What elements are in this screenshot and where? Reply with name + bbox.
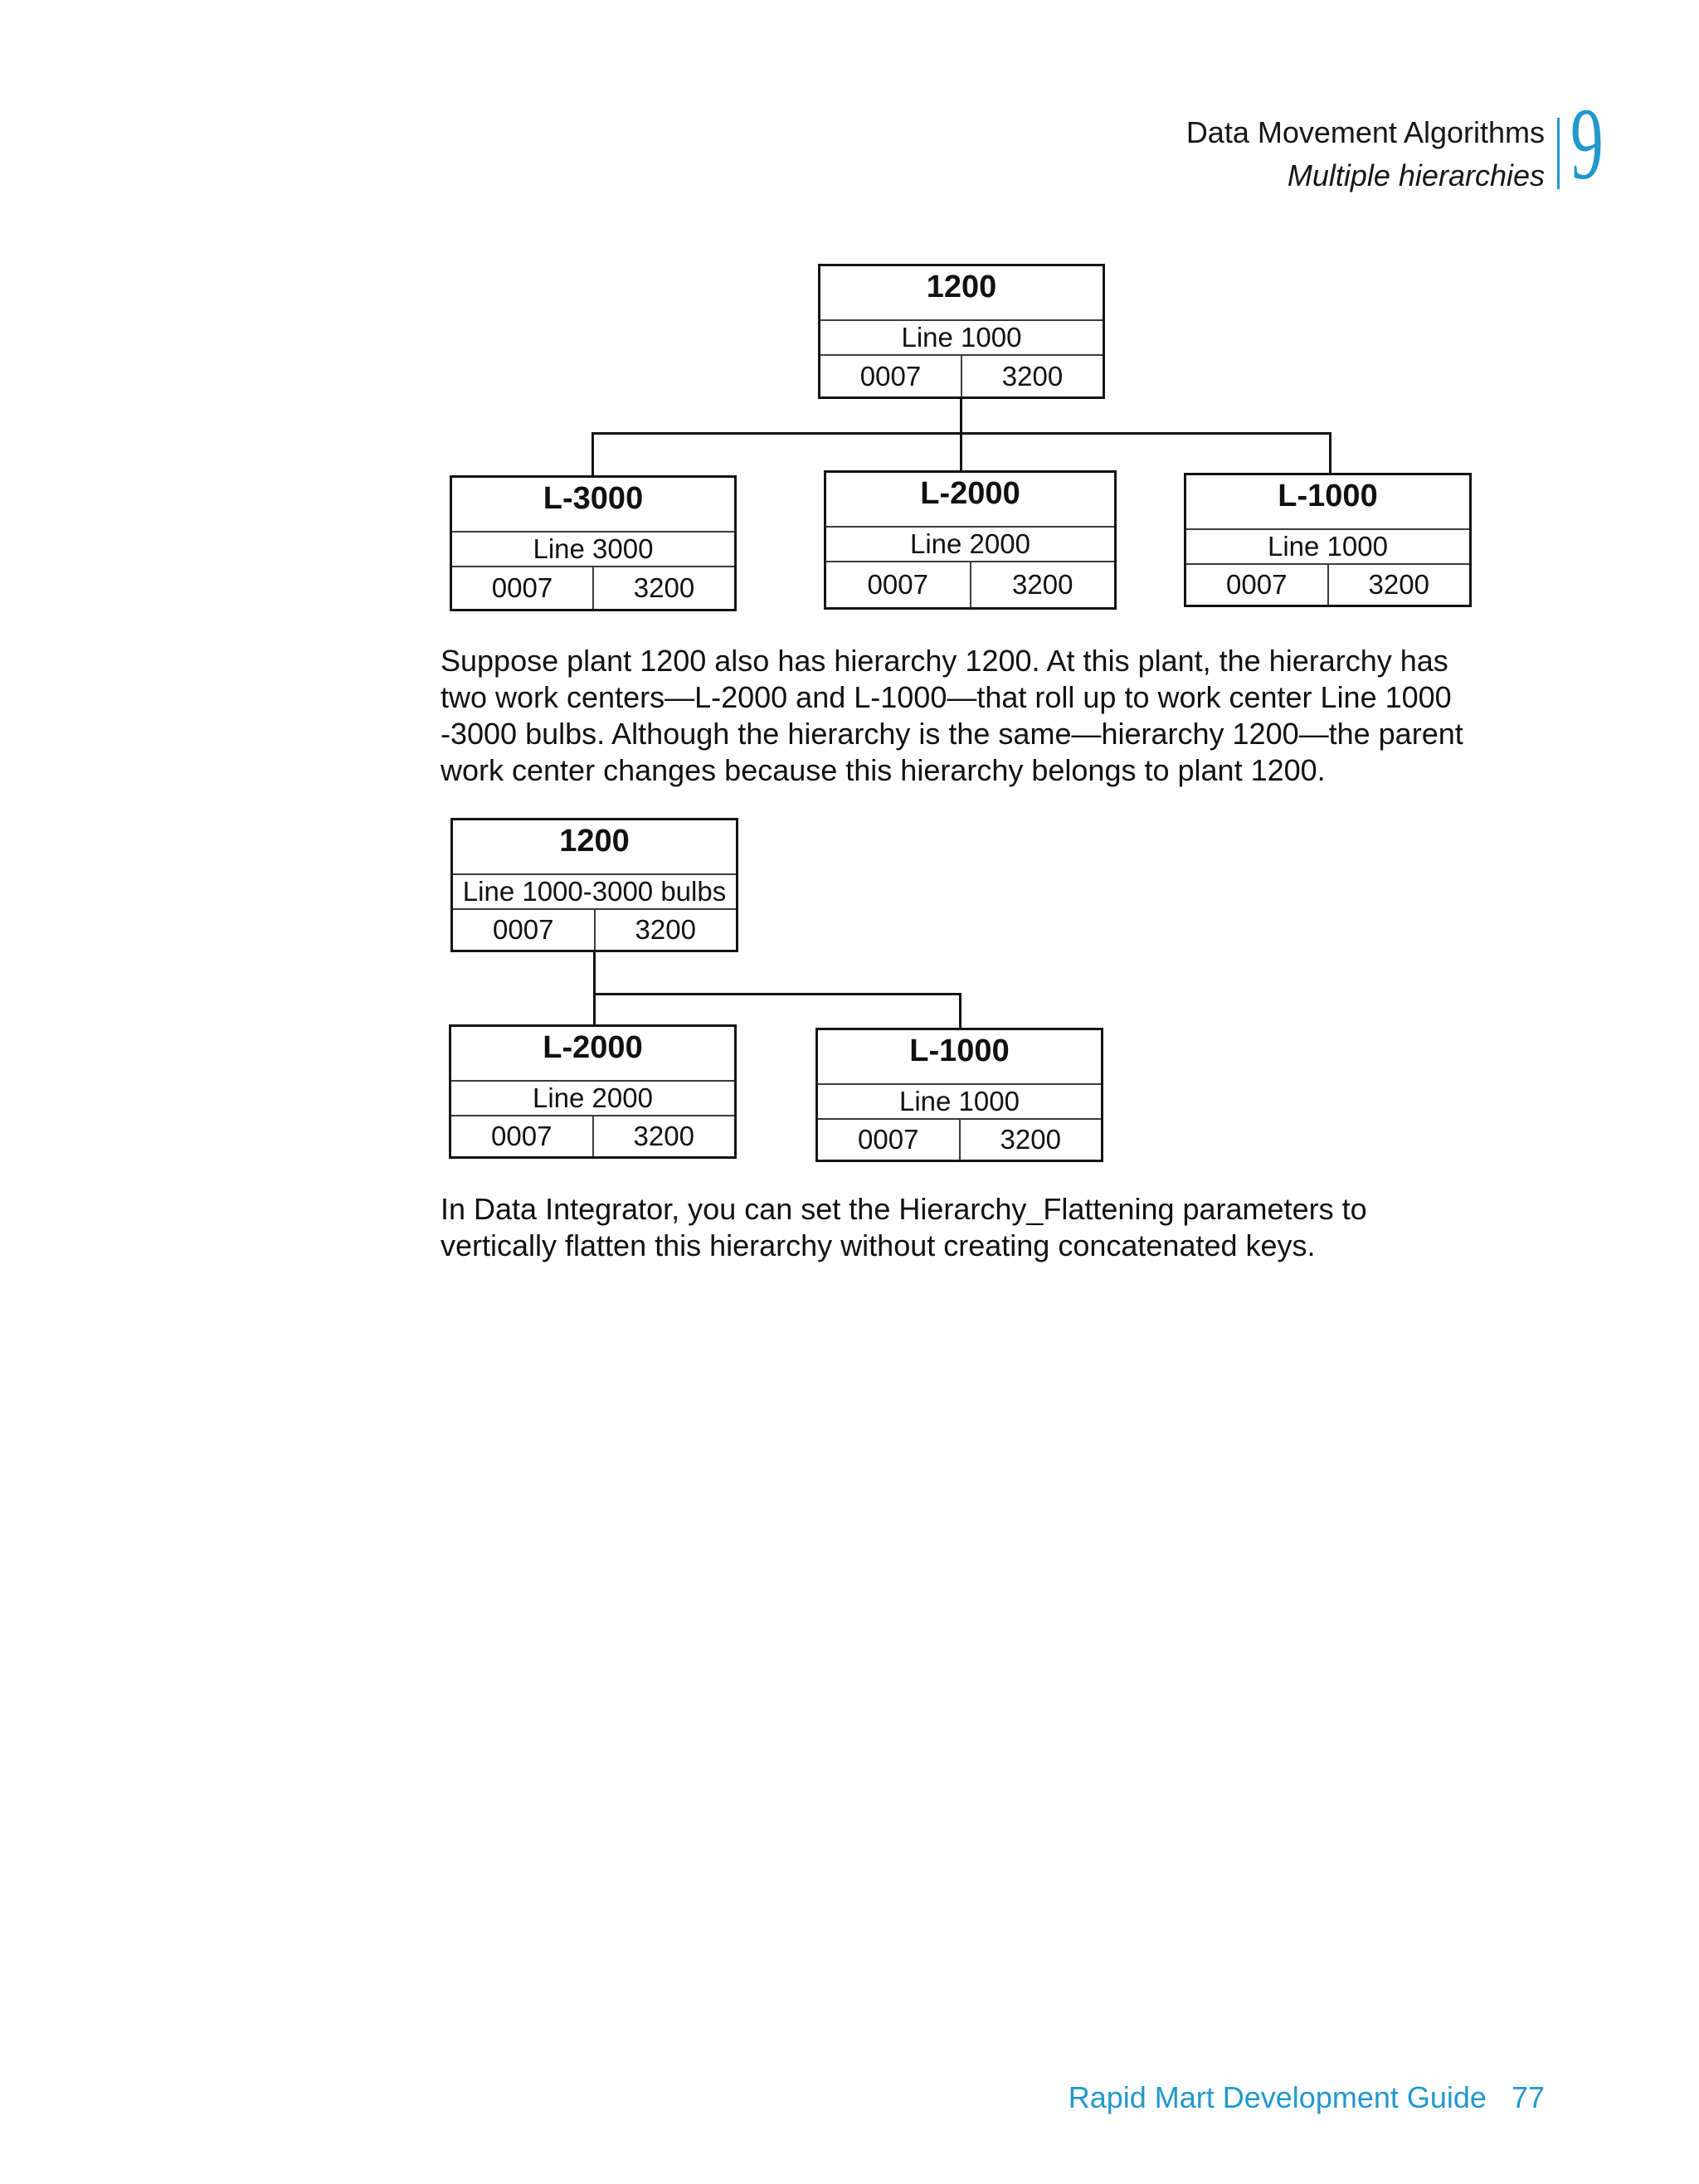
text-line: two work centers—L-2000 and L-1000—that …: [441, 680, 1452, 714]
page-footer: Rapid Mart Development Guide 77: [1035, 2045, 1545, 2150]
node-cell-left: 0007: [858, 1124, 919, 1155]
node-work-center: Line 1000-3000 bulbs: [453, 873, 736, 910]
body-paragraph-2: In Data Integrator, you can set the Hier…: [441, 1191, 1367, 1264]
hierarchy-node-l1000: L-1000 Line 1000 0007 3200: [1184, 473, 1472, 607]
node-work-center: Line 2000: [451, 1080, 734, 1116]
footer-page-number: 77: [1511, 2080, 1545, 2114]
hierarchy-node-l2000: L-2000 Line 2000 0007 3200: [449, 1024, 737, 1159]
hierarchy-node-root: 1200 Line 1000-3000 bulbs 0007 3200: [450, 818, 738, 952]
node-cell-right: 3200: [961, 356, 1103, 396]
node-work-center: Line 3000: [452, 531, 734, 567]
node-title: 1200: [926, 270, 997, 304]
node-cell-right: 3200: [592, 567, 734, 609]
node-work-center: Line 1000: [820, 319, 1103, 356]
connector-line: [960, 399, 962, 472]
chapter-subtitle: Multiple hierarchies: [1287, 158, 1545, 192]
chapter-number: 9: [1570, 87, 1604, 201]
node-cell-right: 3200: [969, 562, 1115, 607]
node-cell-left: 0007: [867, 569, 928, 600]
node-title: 1200: [559, 824, 630, 859]
node-cell-left: 0007: [1226, 569, 1288, 600]
node-title: L-1000: [1278, 479, 1378, 513]
text-line: Suppose plant 1200 also has hierarchy 12…: [441, 644, 1448, 678]
connector-line: [959, 993, 961, 1029]
text-line: -3000 bulbs. Although the hierarchy is t…: [441, 717, 1463, 751]
node-cell-left: 0007: [491, 1121, 553, 1151]
hierarchy-node-root: 1200 Line 1000 0007 3200: [818, 264, 1105, 399]
node-title: L-2000: [920, 476, 1020, 511]
footer-book-title: Rapid Mart Development Guide: [1068, 2080, 1487, 2114]
connector-line: [591, 432, 1331, 435]
node-work-center: Line 1000: [818, 1083, 1101, 1120]
node-cell-right: 3200: [593, 910, 737, 950]
page-header: Data Movement Algorithms Multiple hierar…: [1186, 111, 1545, 197]
body-paragraph-1: Suppose plant 1200 also has hierarchy 12…: [441, 643, 1463, 789]
node-work-center: Line 2000: [826, 526, 1114, 562]
chapter-title: Data Movement Algorithms: [1185, 115, 1545, 149]
node-cell-left: 0007: [859, 360, 922, 392]
connector-line: [591, 432, 594, 477]
chapter-accent-bar: [1557, 118, 1560, 189]
node-cell-right: 3200: [1327, 565, 1470, 605]
text-line: vertically flatten this hierarchy withou…: [441, 1228, 1316, 1262]
node-title: L-1000: [909, 1034, 1010, 1068]
connector-line: [593, 993, 961, 995]
connector-line: [593, 952, 596, 1026]
node-title: L-2000: [543, 1030, 643, 1065]
hierarchy-node-l1000: L-1000 Line 1000 0007 3200: [815, 1028, 1103, 1162]
hierarchy-node-l2000: L-2000 Line 2000 0007 3200: [824, 470, 1117, 610]
node-work-center: Line 1000: [1186, 528, 1469, 565]
node-title: L-3000: [543, 481, 644, 516]
hierarchy-node-l3000: L-3000 Line 3000 0007 3200: [450, 475, 737, 611]
text-line: work center changes because this hierarc…: [441, 753, 1326, 787]
node-cell-right: 3200: [958, 1120, 1102, 1160]
node-cell-left: 0007: [493, 914, 554, 945]
node-cell-right: 3200: [591, 1116, 735, 1156]
node-cell-left: 0007: [491, 572, 553, 603]
text-line: In Data Integrator, you can set the Hier…: [441, 1192, 1367, 1226]
connector-line: [1329, 432, 1331, 474]
